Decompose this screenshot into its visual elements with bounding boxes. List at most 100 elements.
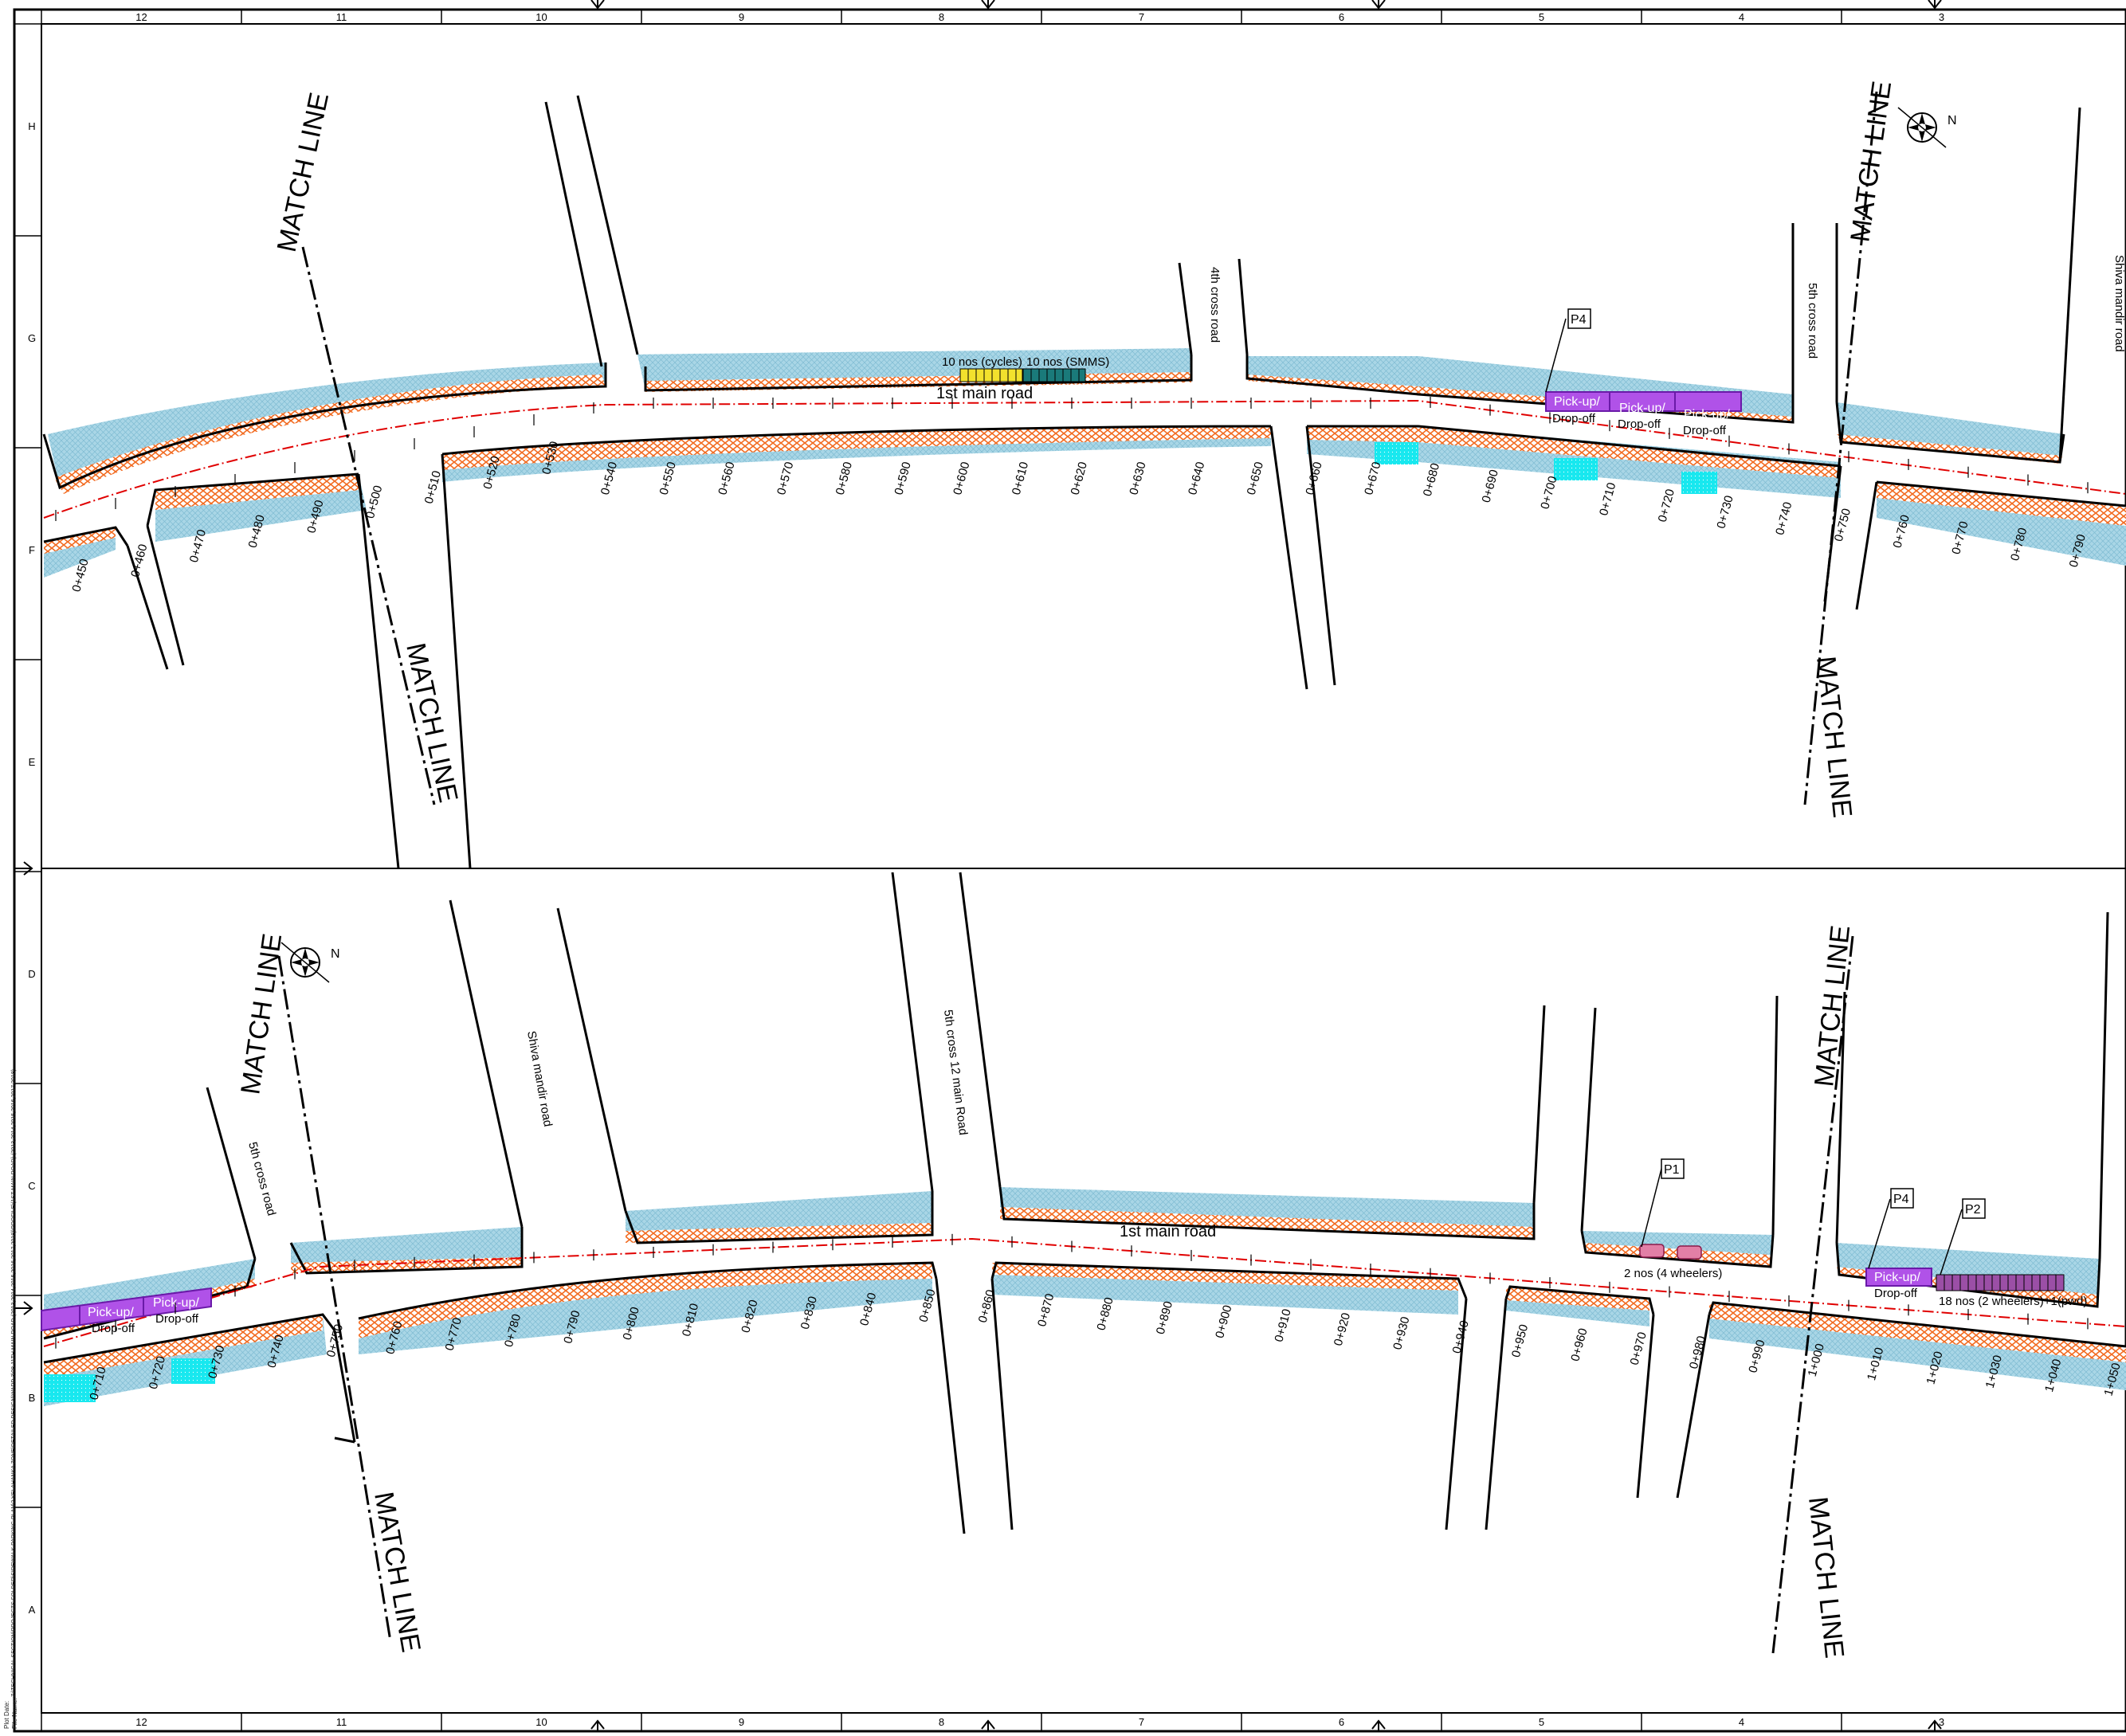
title-block-sidebar: Plot Date: File Name: Z:\TECHNICAL SECTI… — [2, 1012, 19, 1729]
two-wheeler-count-label: 18 nos (2 wheelers)+1(pwd) — [1939, 1295, 2087, 1308]
grid-col-label: 3 — [1939, 1716, 1944, 1728]
chainage-ticks — [55, 1233, 2089, 1349]
file-path-text: Z:\TECHNICAL SECTION\PROJECTS FOLDER\SID… — [11, 1069, 17, 1697]
chainage-label: 0+720 — [1656, 488, 1677, 523]
dropoff-label: Drop-off — [1552, 412, 1596, 425]
sheet-frame — [13, 0, 2126, 1733]
chainage-label: 0+980 — [1687, 1334, 1708, 1370]
chainage-label: 0+630 — [1127, 460, 1148, 496]
dropoff-label: Drop-off — [1618, 417, 1661, 431]
road-name-main: 1st main road — [1120, 1223, 1216, 1240]
grid-col-label: 5 — [1539, 11, 1544, 23]
match-line-label: MATCH LINE — [1810, 655, 1857, 819]
tag-p4: P4 — [1868, 1188, 1914, 1269]
tag-p1: P1 — [1641, 1158, 1685, 1248]
highlight-patch — [1681, 472, 1717, 494]
chainage-label: 0+610 — [1010, 460, 1031, 496]
road-name-shiva-mandir: Shiva mandir road — [524, 1030, 555, 1128]
grid-col-label: 10 — [535, 11, 547, 23]
grid-row-label: D — [28, 968, 35, 980]
chainage-label: 0+730 — [1714, 494, 1736, 530]
cycle-parking — [959, 368, 1023, 382]
chainage-label: 0+560 — [716, 460, 737, 496]
grid-row-label: H — [28, 120, 35, 132]
chainage-label: 0+710 — [1597, 481, 1618, 517]
grid-col-label: 12 — [135, 11, 147, 23]
compass-north: N — [331, 947, 340, 961]
chainage-label: 0+960 — [1568, 1326, 1590, 1362]
match-line-label: MATCH LINE — [1845, 79, 1897, 244]
chainage-label: 0+690 — [1480, 468, 1501, 504]
dropoff-label: Drop-off — [1683, 424, 1727, 437]
north-arrow-icon: N — [1897, 107, 1957, 148]
chainage-label: 0+940 — [1450, 1319, 1472, 1355]
car-count-label: 2 nos (4 wheelers) — [1624, 1267, 1722, 1280]
road-name-5th-cross: 5th cross road — [245, 1141, 278, 1217]
pickup-dropoff-zone: Pick-up/ Pick-up/ Pick-up/ Drop-off Drop… — [1545, 391, 1742, 437]
match-line-label: MATCH LINE — [235, 931, 288, 1096]
chainage-label: 0+910 — [1273, 1307, 1294, 1343]
smms-parking — [1022, 368, 1086, 382]
grid-row-label: G — [28, 332, 36, 344]
pickup-label: Pick-up/ — [1554, 395, 1600, 409]
chainage-label: 0+590 — [892, 460, 913, 496]
road-name-5th-cross-12-main: 5th cross 12 main Road — [941, 1009, 970, 1135]
match-line-label: MATCH LINE — [400, 641, 463, 805]
dropoff-label: Drop-off — [1874, 1287, 1918, 1300]
grid-col-label: 3 — [1939, 11, 1944, 23]
chainage-label: 0+740 — [1773, 500, 1795, 536]
smms-count-label: 10 nos (SMMS) — [1026, 355, 1109, 369]
grid-col-label: 11 — [336, 1716, 347, 1728]
grid-col-label: 7 — [1139, 1716, 1144, 1728]
chainage-label: 0+970 — [1628, 1330, 1649, 1366]
match-line-label: MATCH LINE — [1809, 924, 1856, 1088]
plot-date-label: Plot Date: — [3, 1700, 10, 1729]
chainage-label: 0+870 — [1035, 1292, 1057, 1328]
chainage-label: 0+660 — [1303, 460, 1324, 496]
grid-col-label: 8 — [939, 11, 944, 23]
pickup-label: Pick-up/ — [153, 1296, 199, 1310]
bottom-panel: MATCH LINE MATCH LINE MATCH LINE MATCH L… — [41, 872, 2126, 1660]
tag-p4-text: P4 — [1893, 1193, 1909, 1206]
road-name-main: 1st main road — [936, 385, 1033, 402]
pickup-label: Pick-up/ — [1874, 1271, 1920, 1284]
north-arrow-icon: N — [280, 942, 340, 983]
chainage-label: 0+650 — [1245, 460, 1266, 496]
grid-col-label: 6 — [1339, 1716, 1344, 1728]
tag-p1-text: P1 — [1664, 1163, 1680, 1177]
chainage-label: 0+600 — [951, 460, 972, 496]
chainage-label: 0+670 — [1362, 460, 1383, 496]
chainage-label: 0+580 — [834, 460, 855, 496]
grid-col-label: 11 — [336, 11, 347, 23]
chainage-label: 0+500 — [363, 484, 385, 520]
pickup-dropoff-zone: Pick-up/ Pick-up/ Drop-off Drop-off — [41, 1287, 212, 1335]
grid-col-label: 12 — [135, 1716, 147, 1728]
grid-row-label: C — [28, 1180, 35, 1192]
road-name-4th-cross: 4th cross road — [1208, 267, 1222, 343]
grid-col-label: 6 — [1339, 11, 1344, 23]
grid-row-label: A — [29, 1604, 36, 1616]
chainage-label: 0+460 — [128, 543, 150, 578]
grid-row-label: E — [29, 756, 36, 768]
match-line-label: MATCH LINE — [368, 1490, 426, 1655]
road-name-5th-cross: 5th cross road — [1806, 283, 1819, 359]
highlight-patch — [171, 1358, 215, 1384]
chainage-label: 0+700 — [1538, 475, 1559, 511]
chainage-label: 0+880 — [1094, 1296, 1116, 1332]
highlight-patch — [1375, 442, 1418, 464]
pickup-dropoff-zone: Pick-up/ Drop-off — [1865, 1268, 1932, 1300]
pickup-label: Pick-up/ — [88, 1306, 134, 1319]
match-line-label: MATCH LINE — [1802, 1495, 1849, 1660]
grid-col-label: 9 — [739, 1716, 744, 1728]
chainage-label: 0+510 — [422, 469, 444, 505]
tag-p4-text: P4 — [1571, 313, 1587, 327]
pickup-label: Pick-up/ — [1684, 408, 1730, 421]
chainage-label: 0+890 — [1154, 1300, 1175, 1336]
grid-col-label: 10 — [535, 1716, 547, 1728]
highlight-patch — [1554, 458, 1598, 480]
chainage-label: 0+950 — [1509, 1323, 1531, 1359]
car-parking: 2 nos (4 wheelers) — [1624, 1244, 1722, 1280]
